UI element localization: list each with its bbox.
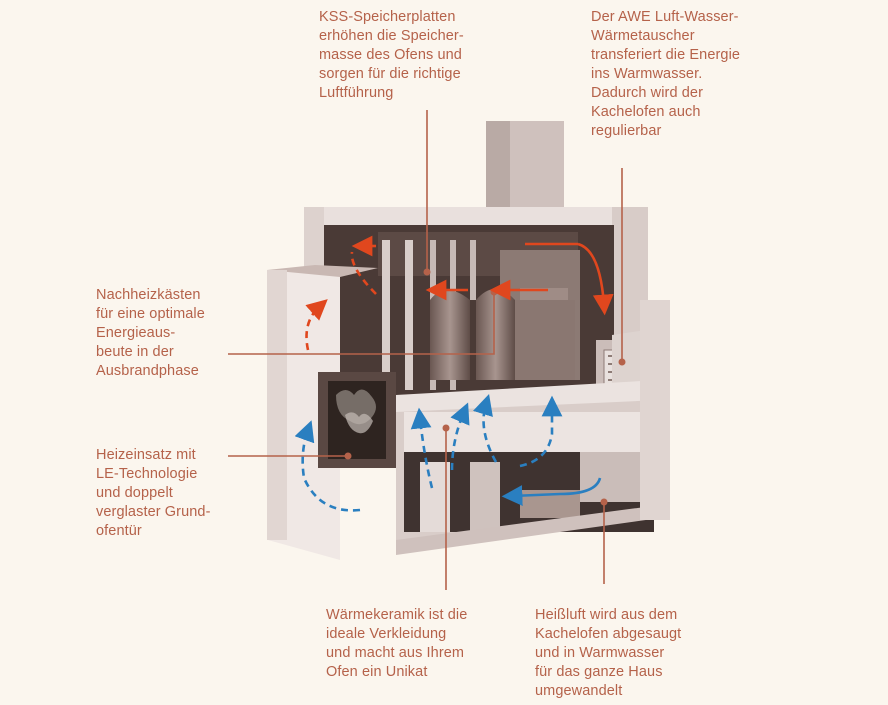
hot-air-arrow-nachheiz-upper (350, 251, 377, 295)
label-kss-speicherplatten: KSS-Speicherplatten erhöhen die Speicher… (319, 9, 464, 101)
label-heizeinsatz: Heizeinsatz mit LE-Technologie und doppe… (96, 447, 211, 539)
hot-air-arrow-top-right (577, 242, 614, 316)
firebox-door (318, 372, 396, 468)
oven-left-column (267, 265, 378, 560)
cold-air-arrow-heat-exchanger (501, 477, 602, 506)
oven-upper-body (304, 207, 668, 400)
cold-air-arrows (294, 394, 563, 512)
leader-dot-awe (618, 358, 626, 366)
hot-air-arrows (305, 235, 614, 351)
leader-line-nachheiz (228, 292, 495, 355)
label-waermekeramik: Wärmekeramik ist die ideale Verkleidung … (326, 607, 468, 680)
leader-dot-nachheiz (490, 288, 498, 296)
leader-dot-heizeinsatz (344, 452, 352, 460)
leader-lines (228, 110, 623, 590)
label-nachheizkaesten: Nachheizkästen für eine optimale Energie… (96, 287, 205, 379)
leader-dot-kss (423, 268, 431, 276)
label-awe-waermetauscher: Der AWE Luft-Wasser- Wärmetauscher trans… (591, 9, 741, 139)
leader-dot-heissluft (600, 498, 608, 506)
cold-air-arrow-firebox (410, 407, 434, 489)
hot-air-arrow-nachheiz-lower (305, 299, 328, 351)
cold-air-arrow-mid-b (473, 394, 498, 463)
label-heissluft: Heißluft wird aus dem Kachelofen abgesau… (535, 607, 682, 699)
leader-dot-keramik (442, 424, 450, 432)
cold-air-arrow-mid-a (450, 402, 470, 471)
cold-air-arrow-mid-c (519, 395, 563, 468)
chimney (486, 121, 564, 209)
